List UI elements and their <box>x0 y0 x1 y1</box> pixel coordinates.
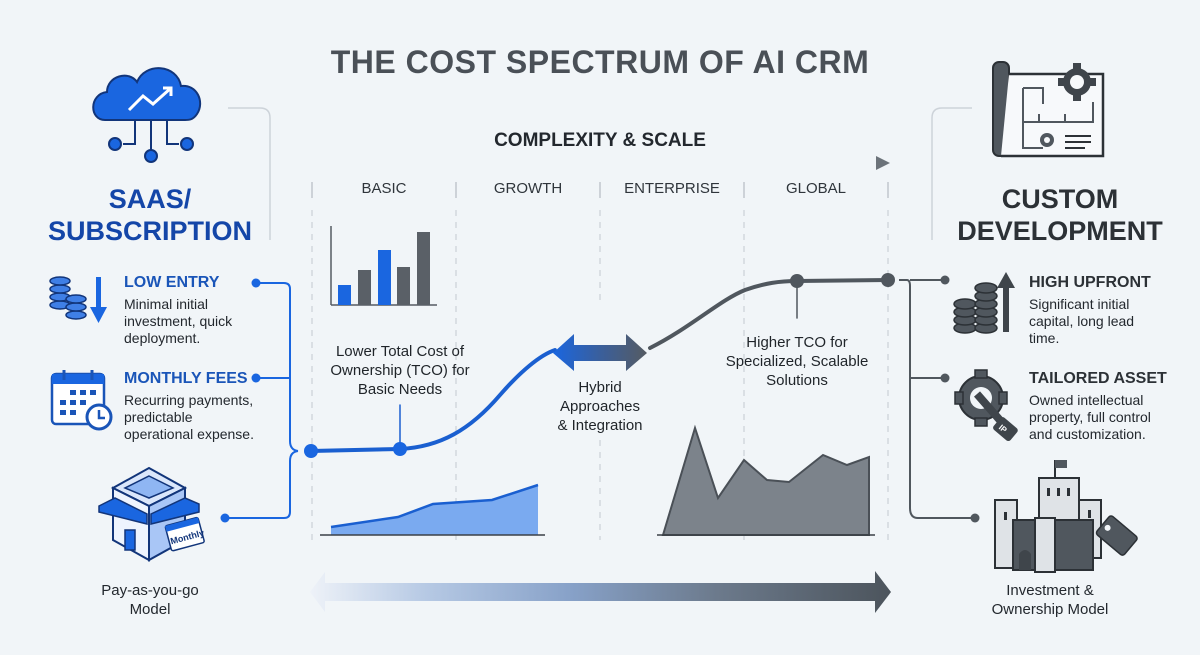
complexity-axis-arrow <box>320 156 890 170</box>
left-bracket-line <box>228 107 271 240</box>
right-connector <box>899 279 975 519</box>
feature-body: Owned intellectual property, full contro… <box>1029 392 1194 443</box>
annotation-line: Specialized, Scalable <box>725 353 869 370</box>
annotation-line: Basic Needs <box>357 381 443 398</box>
feature-body-line: investment, quick <box>124 313 233 329</box>
feature-body: Minimal initial investment, quick deploy… <box>124 296 264 347</box>
feature-body-line: Significant initial <box>1029 296 1130 312</box>
feature-body-line: and customization. <box>1029 426 1146 442</box>
saas-title-line2: SUBSCRIPTION <box>47 216 253 246</box>
left-connector <box>225 282 299 519</box>
feature-heading: MONTHLY FEES <box>124 370 248 387</box>
stage-global: GLOBAL <box>785 180 847 197</box>
saas-title-line1: SAAS/ <box>108 184 192 214</box>
feature-heading: TAILORED ASSET <box>1029 370 1167 387</box>
complexity-axis-label: COMPLEXITY & SCALE <box>494 130 706 151</box>
custom-title: CUSTOM DEVELOPMENT <box>930 183 1190 247</box>
feature-body-line: deployment. <box>124 330 201 346</box>
feature-body-line: Minimal initial <box>124 296 209 312</box>
coins-down-icon <box>49 276 107 323</box>
stage-basic: BASIC <box>361 180 407 197</box>
feature-body: Significant initial capital, long lead t… <box>1029 296 1189 347</box>
feature-body: Recurring payments, predictable operatio… <box>124 392 274 443</box>
page-title: THE COST SPECTRUM OF AI CRM <box>330 44 870 80</box>
annotation-line: Approaches <box>559 398 641 415</box>
spectrum-double-arrow <box>310 571 891 613</box>
annotation-line: Hybrid <box>578 379 622 396</box>
calendar-clock-icon <box>50 370 113 431</box>
feature-body-line: capital, long lead <box>1029 313 1135 329</box>
custom-title-line1: CUSTOM <box>1001 184 1119 214</box>
tco-points <box>304 273 895 458</box>
low-tco-annotation: Lower Total Cost of Ownership (TCO) for … <box>320 342 480 399</box>
feature-body-line: property, full control <box>1029 409 1151 425</box>
annotation-line: Lower Total Cost of <box>335 343 465 360</box>
feature-low-entry: LOW ENTRY Minimal initial investment, qu… <box>124 274 264 347</box>
custom-area-chart <box>657 424 875 536</box>
blueprint-gear-icon <box>992 61 1105 158</box>
saas-title: SAAS/ SUBSCRIPTION <box>20 183 280 247</box>
caption-line: Model <box>129 601 171 618</box>
feature-body-line: time. <box>1029 330 1060 346</box>
stage-growth: GROWTH <box>493 180 563 197</box>
feature-tailored-asset: TAILORED ASSET Owned intellectual proper… <box>1029 370 1194 443</box>
right-bracket-line <box>931 107 972 240</box>
caption-line: Pay-as-you-go <box>101 582 199 599</box>
feature-heading: LOW ENTRY <box>124 274 220 291</box>
caption-line: Investment & <box>1006 582 1094 599</box>
annotation-line: Solutions <box>766 372 828 389</box>
feature-body-line: predictable <box>124 409 193 425</box>
custom-model-caption: Investment & Ownership Model <box>960 581 1140 619</box>
stage-dividers <box>311 210 889 540</box>
saas-area-chart <box>320 483 545 536</box>
bar-chart <box>330 226 437 306</box>
feature-monthly-fees: MONTHLY FEES Recurring payments, predict… <box>124 370 274 443</box>
hybrid-annotation: Hybrid Approaches & Integration <box>530 378 670 435</box>
custom-title-line2: DEVELOPMENT <box>957 216 1163 246</box>
annotation-line: Higher TCO for <box>746 334 848 351</box>
saas-model-caption: Pay-as-you-go Model <box>60 581 240 619</box>
feature-heading: HIGH UPFRONT <box>1029 274 1151 291</box>
castle-tag-icon <box>994 460 1138 573</box>
annotation-line: & Integration <box>557 417 643 434</box>
annotation-line: Ownership (TCO) for <box>330 362 470 379</box>
storefront-icon <box>98 466 205 562</box>
cloud-growth-icon <box>92 67 202 163</box>
coins-up-icon <box>953 272 1015 334</box>
feature-high-upfront: HIGH UPFRONT Significant initial capital… <box>1029 274 1189 347</box>
gear-wrench-tag-icon: IP <box>954 369 1018 442</box>
feature-body-line: operational expense. <box>124 426 254 442</box>
stage-enterprise: ENTERPRISE <box>624 180 720 197</box>
caption-line: Ownership Model <box>991 601 1109 618</box>
high-tco-annotation: Higher TCO for Specialized, Scalable Sol… <box>712 333 882 390</box>
feature-body-line: Owned intellectual <box>1029 392 1144 408</box>
hybrid-double-arrow <box>553 334 647 371</box>
feature-body-line: Recurring payments, <box>124 392 254 408</box>
